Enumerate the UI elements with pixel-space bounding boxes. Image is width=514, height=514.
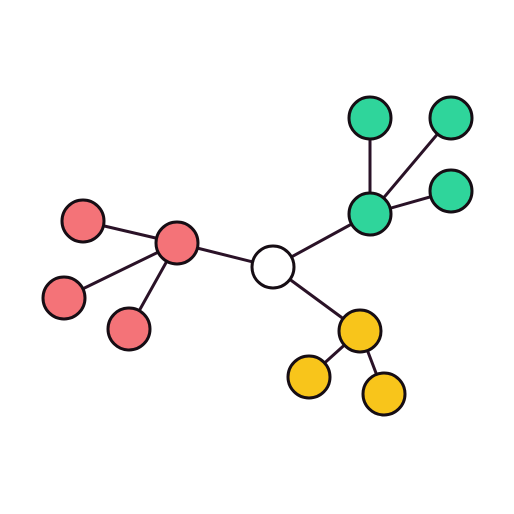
node-center bbox=[250, 244, 296, 290]
node-yellow-hub bbox=[337, 308, 383, 354]
node-green-leaf-1 bbox=[347, 95, 393, 141]
node-red-leaf-1 bbox=[60, 198, 106, 244]
node-green-hub bbox=[347, 191, 393, 237]
node-red-leaf-2 bbox=[41, 275, 87, 321]
node-yellow-leaf-2 bbox=[361, 371, 407, 417]
node-red-hub bbox=[154, 220, 200, 266]
node-green-leaf-3 bbox=[428, 168, 474, 214]
node-yellow-leaf-1 bbox=[286, 354, 332, 400]
node-green-leaf-2 bbox=[428, 95, 474, 141]
node-red-leaf-3 bbox=[106, 306, 152, 352]
node-layer bbox=[41, 95, 474, 417]
